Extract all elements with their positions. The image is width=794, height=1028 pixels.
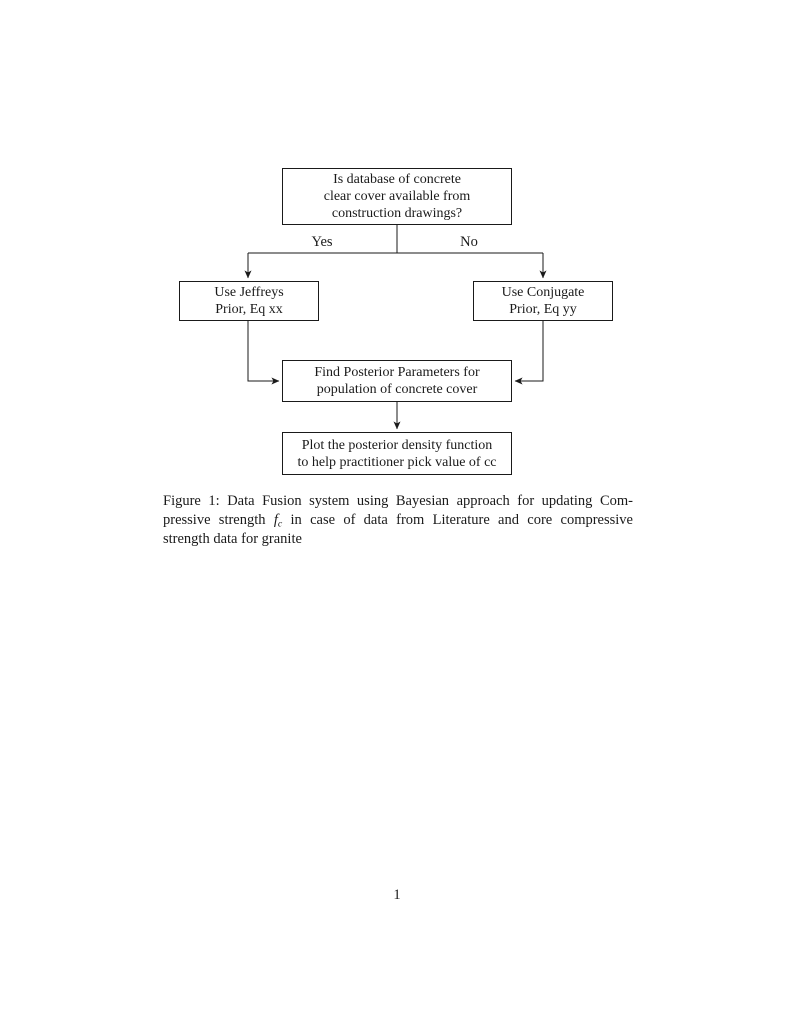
box-line: population of concrete cover [316,382,478,397]
box-line: Plot the posterior density function [301,437,493,453]
box-line: Is database of concrete [333,172,461,187]
caption-text: Figure 1: Data Fusion system using Bayes… [163,493,633,509]
caption-text: pressive strength [163,512,274,528]
box-line: construction drawings? [331,206,463,221]
figure-caption: Figure 1: Data Fusion system using Bayes… [163,492,633,549]
caption-text: in case of data from Literature and core… [282,512,634,528]
connector-right-merge [514,321,544,385]
math-subscript: c [277,518,283,530]
math-variable: f [273,512,278,528]
caption-line: pressive strength fc in case of data fro… [163,511,633,530]
box-line: Find Posterior Parameters for [314,365,480,380]
box-line: Prior, Eq xx [215,302,283,317]
edge-label-no: No [460,234,478,250]
flowchart-box-jeffreys-prior: Use Jeffreys Prior, Eq xx [179,281,319,321]
flowchart-box-posterior-parameters: Find Posterior Parameters for population… [282,360,512,402]
caption-line: strength data for granite [163,530,633,549]
connector-left-merge [247,321,280,385]
box-line: clear cover available from [323,189,471,204]
caption-text: strength data for granite [163,531,302,547]
flowchart-box-plot-density: Plot the posterior density function to h… [282,432,512,475]
page-number: 1 [393,887,401,903]
box-line: to help practitioner pick value of cc [297,454,497,470]
caption-line: Figure 1: Data Fusion system using Bayes… [163,492,633,511]
box-line: Use Jeffreys [214,285,284,300]
box-line: Prior, Eq yy [509,302,577,317]
edge-label-yes: Yes [311,234,333,250]
flowchart-box-conjugate-prior: Use Conjugate Prior, Eq yy [473,281,613,321]
box-line: Use Conjugate [501,285,585,300]
flowchart-box-decision: Is database of concrete clear cover avai… [282,168,512,225]
